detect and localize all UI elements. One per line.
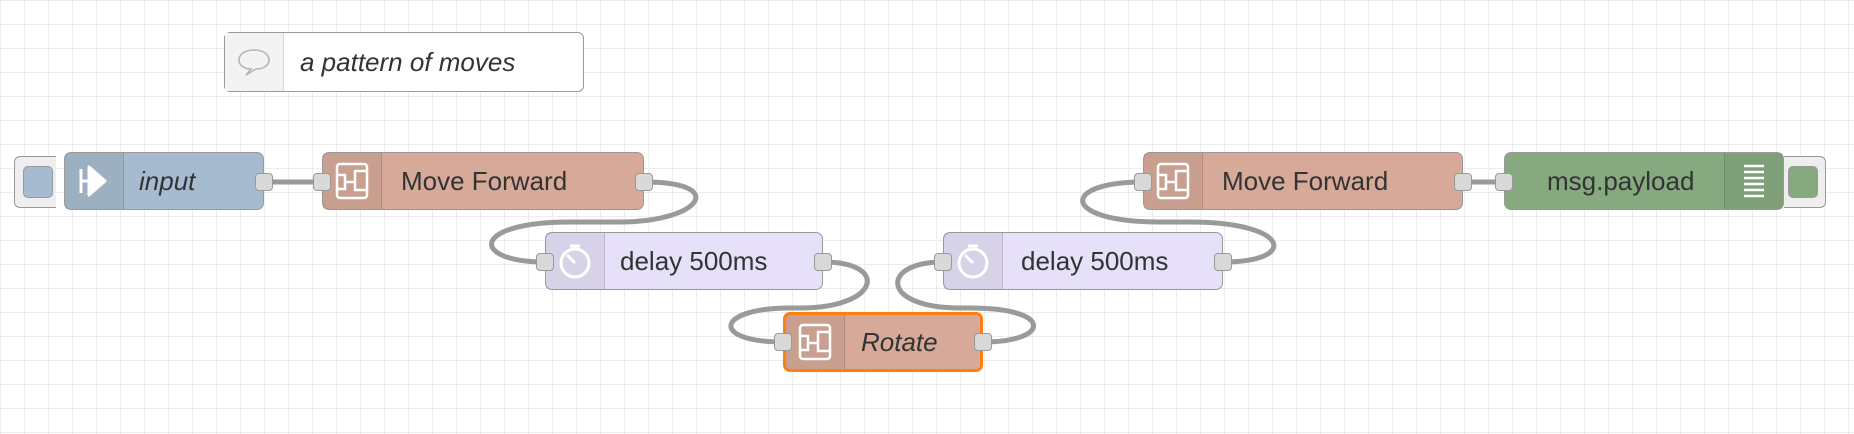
move-forward-1-input-port[interactable]	[313, 173, 331, 191]
inject-label: input	[139, 165, 196, 196]
delay-node-2[interactable]: delay 500ms	[943, 232, 1223, 290]
delay-label-1: delay 500ms	[620, 245, 768, 276]
rotate-output-port[interactable]	[974, 333, 992, 351]
rotate-label: Rotate	[861, 326, 938, 357]
delay-1-input-port[interactable]	[536, 253, 554, 271]
comment-node[interactable]: a pattern of moves	[224, 32, 584, 92]
rotate-node[interactable]: Rotate	[783, 312, 983, 372]
debug-label: msg.payload	[1547, 165, 1695, 196]
delay-node-1[interactable]: delay 500ms	[545, 232, 823, 290]
debug-toggle-swatch[interactable]	[1788, 166, 1818, 198]
timer-icon	[546, 233, 605, 289]
inject-output-port[interactable]	[255, 173, 273, 191]
delay-2-output-port[interactable]	[1214, 253, 1232, 271]
wire-move-forward-to-delay[interactable]	[489, 179, 699, 265]
move-forward-node-2[interactable]: Move Forward	[1143, 152, 1463, 210]
delay-1-output-port[interactable]	[814, 253, 832, 271]
rotate-input-port[interactable]	[774, 333, 792, 351]
timer-icon	[944, 233, 1003, 289]
debug-input-port[interactable]	[1495, 173, 1513, 191]
delay-2-input-port[interactable]	[934, 253, 952, 271]
comment-icon	[225, 33, 284, 91]
move-forward-2-output-port[interactable]	[1454, 173, 1472, 191]
move-forward-label-2: Move Forward	[1222, 165, 1389, 196]
list-icon	[1724, 153, 1783, 209]
move-forward-2-input-port[interactable]	[1134, 173, 1152, 191]
move-forward-label-1: Move Forward	[401, 165, 568, 196]
function-icon	[786, 315, 845, 369]
comment-text: a pattern of moves	[300, 46, 516, 77]
function-icon	[1144, 153, 1203, 209]
inject-node[interactable]: input	[64, 152, 264, 210]
wire-rotate-to-delay[interactable]	[895, 259, 1036, 345]
wire-delay-to-rotate[interactable]	[728, 259, 870, 345]
move-forward-1-output-port[interactable]	[635, 173, 653, 191]
function-icon	[323, 153, 382, 209]
delay-label-2: delay 500ms	[1021, 245, 1169, 276]
wire-delay-to-move-forward[interactable]	[1080, 179, 1277, 265]
debug-node[interactable]: msg.payload	[1504, 152, 1784, 210]
debug-toggle-button[interactable]	[1784, 156, 1826, 208]
arrow-in-icon	[65, 153, 124, 209]
move-forward-node-1[interactable]: Move Forward	[322, 152, 644, 210]
inject-trigger-swatch[interactable]	[23, 166, 53, 198]
inject-trigger-button[interactable]	[14, 156, 56, 208]
